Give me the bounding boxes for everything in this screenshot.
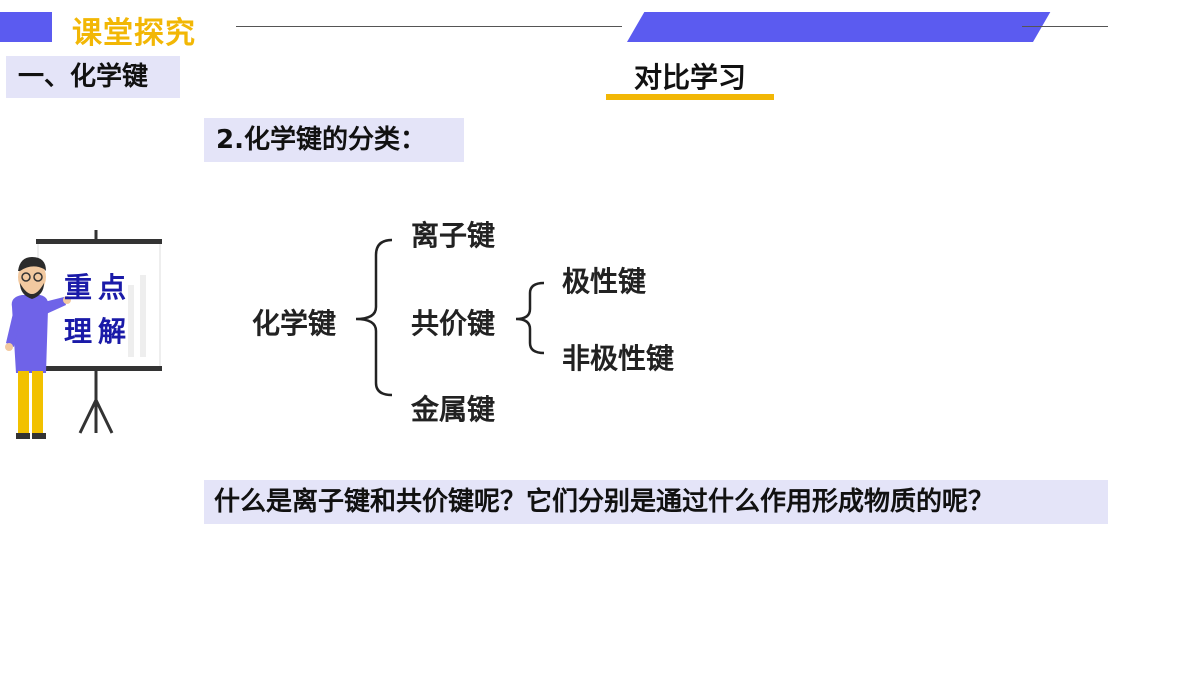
main-brace xyxy=(355,238,393,397)
covalent-brace xyxy=(515,281,545,355)
tree-ionic-label: 离子键 xyxy=(411,219,496,252)
header-title: 课堂探究 xyxy=(72,16,196,51)
teacher-icon xyxy=(5,230,162,439)
discussion-question: 什么是离子键和共价键呢？它们分别是通过什么作用形成物质的呢？ xyxy=(204,480,1108,524)
compare-study-underline xyxy=(606,94,774,100)
classification-braces xyxy=(355,238,545,397)
header-slanted-banner xyxy=(627,12,1051,42)
section-label: 一、化学键 xyxy=(6,56,180,98)
tree-metallic-label: 金属键 xyxy=(411,393,496,426)
tree-root-label: 化学键 xyxy=(252,307,337,340)
classification-subtitle: 2.化学键的分类： xyxy=(204,118,464,162)
tree-nonpolar-label: 非极性键 xyxy=(562,342,675,375)
tree-covalent-label: 共价键 xyxy=(411,307,496,340)
board-text-line2: 理解 xyxy=(64,315,133,348)
header-divider-right xyxy=(1022,26,1108,27)
header-divider-left xyxy=(236,26,622,27)
board-text-line1: 重点 xyxy=(64,271,133,304)
header-accent-block xyxy=(0,12,52,42)
compare-study-label: 对比学习 xyxy=(633,61,746,94)
tree-polar-label: 极性键 xyxy=(562,265,647,298)
